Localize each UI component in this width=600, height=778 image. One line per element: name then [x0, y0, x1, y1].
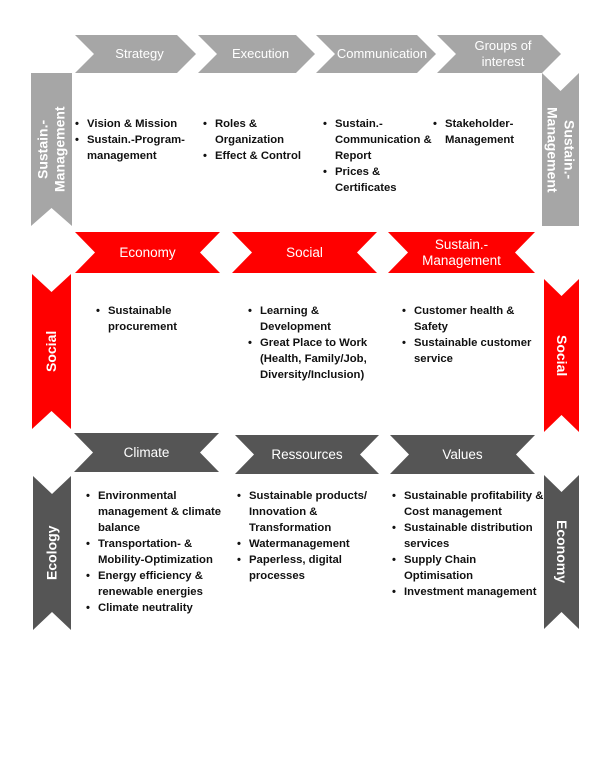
- list-item: Sustain.- Communication & Report: [323, 116, 435, 164]
- list-item: Climate neutrality: [86, 600, 231, 616]
- column-communication: Sustain.- Communication & Report Prices …: [323, 116, 435, 196]
- list-item: Stakeholder- Management: [433, 116, 541, 148]
- list-item: Sustainable products/ Innovation & Trans…: [237, 488, 382, 536]
- chevron-label: Strategy: [115, 46, 164, 61]
- column-ressources: Sustainable products/ Innovation & Trans…: [237, 488, 382, 584]
- chevron-groups-of-interest: Groups of interest: [437, 35, 561, 73]
- banner-climate: Climate: [74, 433, 219, 472]
- side-ribbon-label: Sustain.- Management: [34, 106, 68, 193]
- banner-economy: Economy: [75, 232, 220, 273]
- chevron-label: Communication: [336, 46, 428, 61]
- list-item: Effect & Control: [203, 148, 318, 164]
- banner-sustain-management: Sustain.- Management: [388, 232, 535, 273]
- side-ribbon-label: Social: [554, 334, 570, 377]
- chevron-label: Groups of interest: [474, 38, 532, 69]
- side-ribbon-right-sustain-management: Sustain.- Management: [542, 73, 579, 226]
- column-sustain-management: Customer health & Safety Sustainable cus…: [402, 303, 542, 367]
- side-ribbon-right-social: Social: [544, 279, 579, 432]
- list-item: Investment management: [392, 584, 544, 600]
- side-ribbon-label: Sustain.- Management: [544, 106, 578, 193]
- list-item: Roles & Organization: [203, 116, 318, 148]
- list-item: Learning & Development: [248, 303, 393, 335]
- list-item: Great Place to Work (Health, Family/Job,…: [248, 335, 393, 383]
- column-groups-of-interest: Stakeholder- Management: [433, 116, 541, 148]
- list-item: Sustainable profitability & Cost managem…: [392, 488, 544, 520]
- banner-label: Sustain.- Management: [422, 236, 501, 268]
- side-ribbon-right-economy: Economy: [544, 475, 579, 629]
- list-item: Sustain.-Program- management: [75, 132, 195, 164]
- banner-label: Ressources: [271, 446, 343, 462]
- list-item: Transportation- & Mobility-Optimization: [86, 536, 231, 568]
- chevron-execution: Execution: [198, 35, 315, 73]
- list-item: Sustainable procurement: [96, 303, 226, 335]
- chevron-communication: Communication: [316, 35, 436, 73]
- column-economy: Sustainable procurement: [96, 303, 226, 335]
- list-item: Environmental management & climate balan…: [86, 488, 231, 536]
- list-item: Supply Chain Optimisation: [392, 552, 544, 584]
- list-item: Energy efficiency & renewable energies: [86, 568, 231, 600]
- column-execution: Roles & Organization Effect & Control: [203, 116, 318, 164]
- banner-label: Values: [442, 446, 483, 462]
- side-ribbon-label: Ecology: [43, 525, 60, 581]
- chevron-strategy: Strategy: [75, 35, 196, 73]
- banner-social: Social: [232, 232, 377, 273]
- chevron-label: Execution: [231, 46, 290, 61]
- banner-label: Social: [286, 244, 323, 260]
- list-item: Vision & Mission: [75, 116, 195, 132]
- column-climate: Environmental management & climate balan…: [86, 488, 231, 616]
- side-ribbon-label: Social: [43, 330, 59, 373]
- banner-label: Climate: [123, 444, 170, 460]
- side-ribbon-left-ecology: Ecology: [33, 476, 71, 630]
- side-ribbon-left-social: Social: [32, 274, 71, 429]
- column-strategy: Vision & Mission Sustain.-Program- manag…: [75, 116, 195, 164]
- banner-values: Values: [390, 435, 535, 474]
- list-item: Customer health & Safety: [402, 303, 542, 335]
- side-ribbon-label: Economy: [554, 520, 570, 584]
- list-item: Watermanagement: [237, 536, 382, 552]
- banner-ressources: Ressources: [235, 435, 379, 474]
- side-ribbon-left-sustain-management: Sustain.- Management: [31, 73, 72, 226]
- list-item: Sustainable customer service: [402, 335, 542, 367]
- column-values: Sustainable profitability & Cost managem…: [392, 488, 544, 600]
- list-item: Prices & Certificates: [323, 164, 435, 196]
- banner-label: Economy: [119, 244, 176, 260]
- column-social: Learning & Development Great Place to Wo…: [248, 303, 393, 383]
- list-item: Paperless, digital processes: [237, 552, 382, 584]
- list-item: Sustainable distribution services: [392, 520, 544, 552]
